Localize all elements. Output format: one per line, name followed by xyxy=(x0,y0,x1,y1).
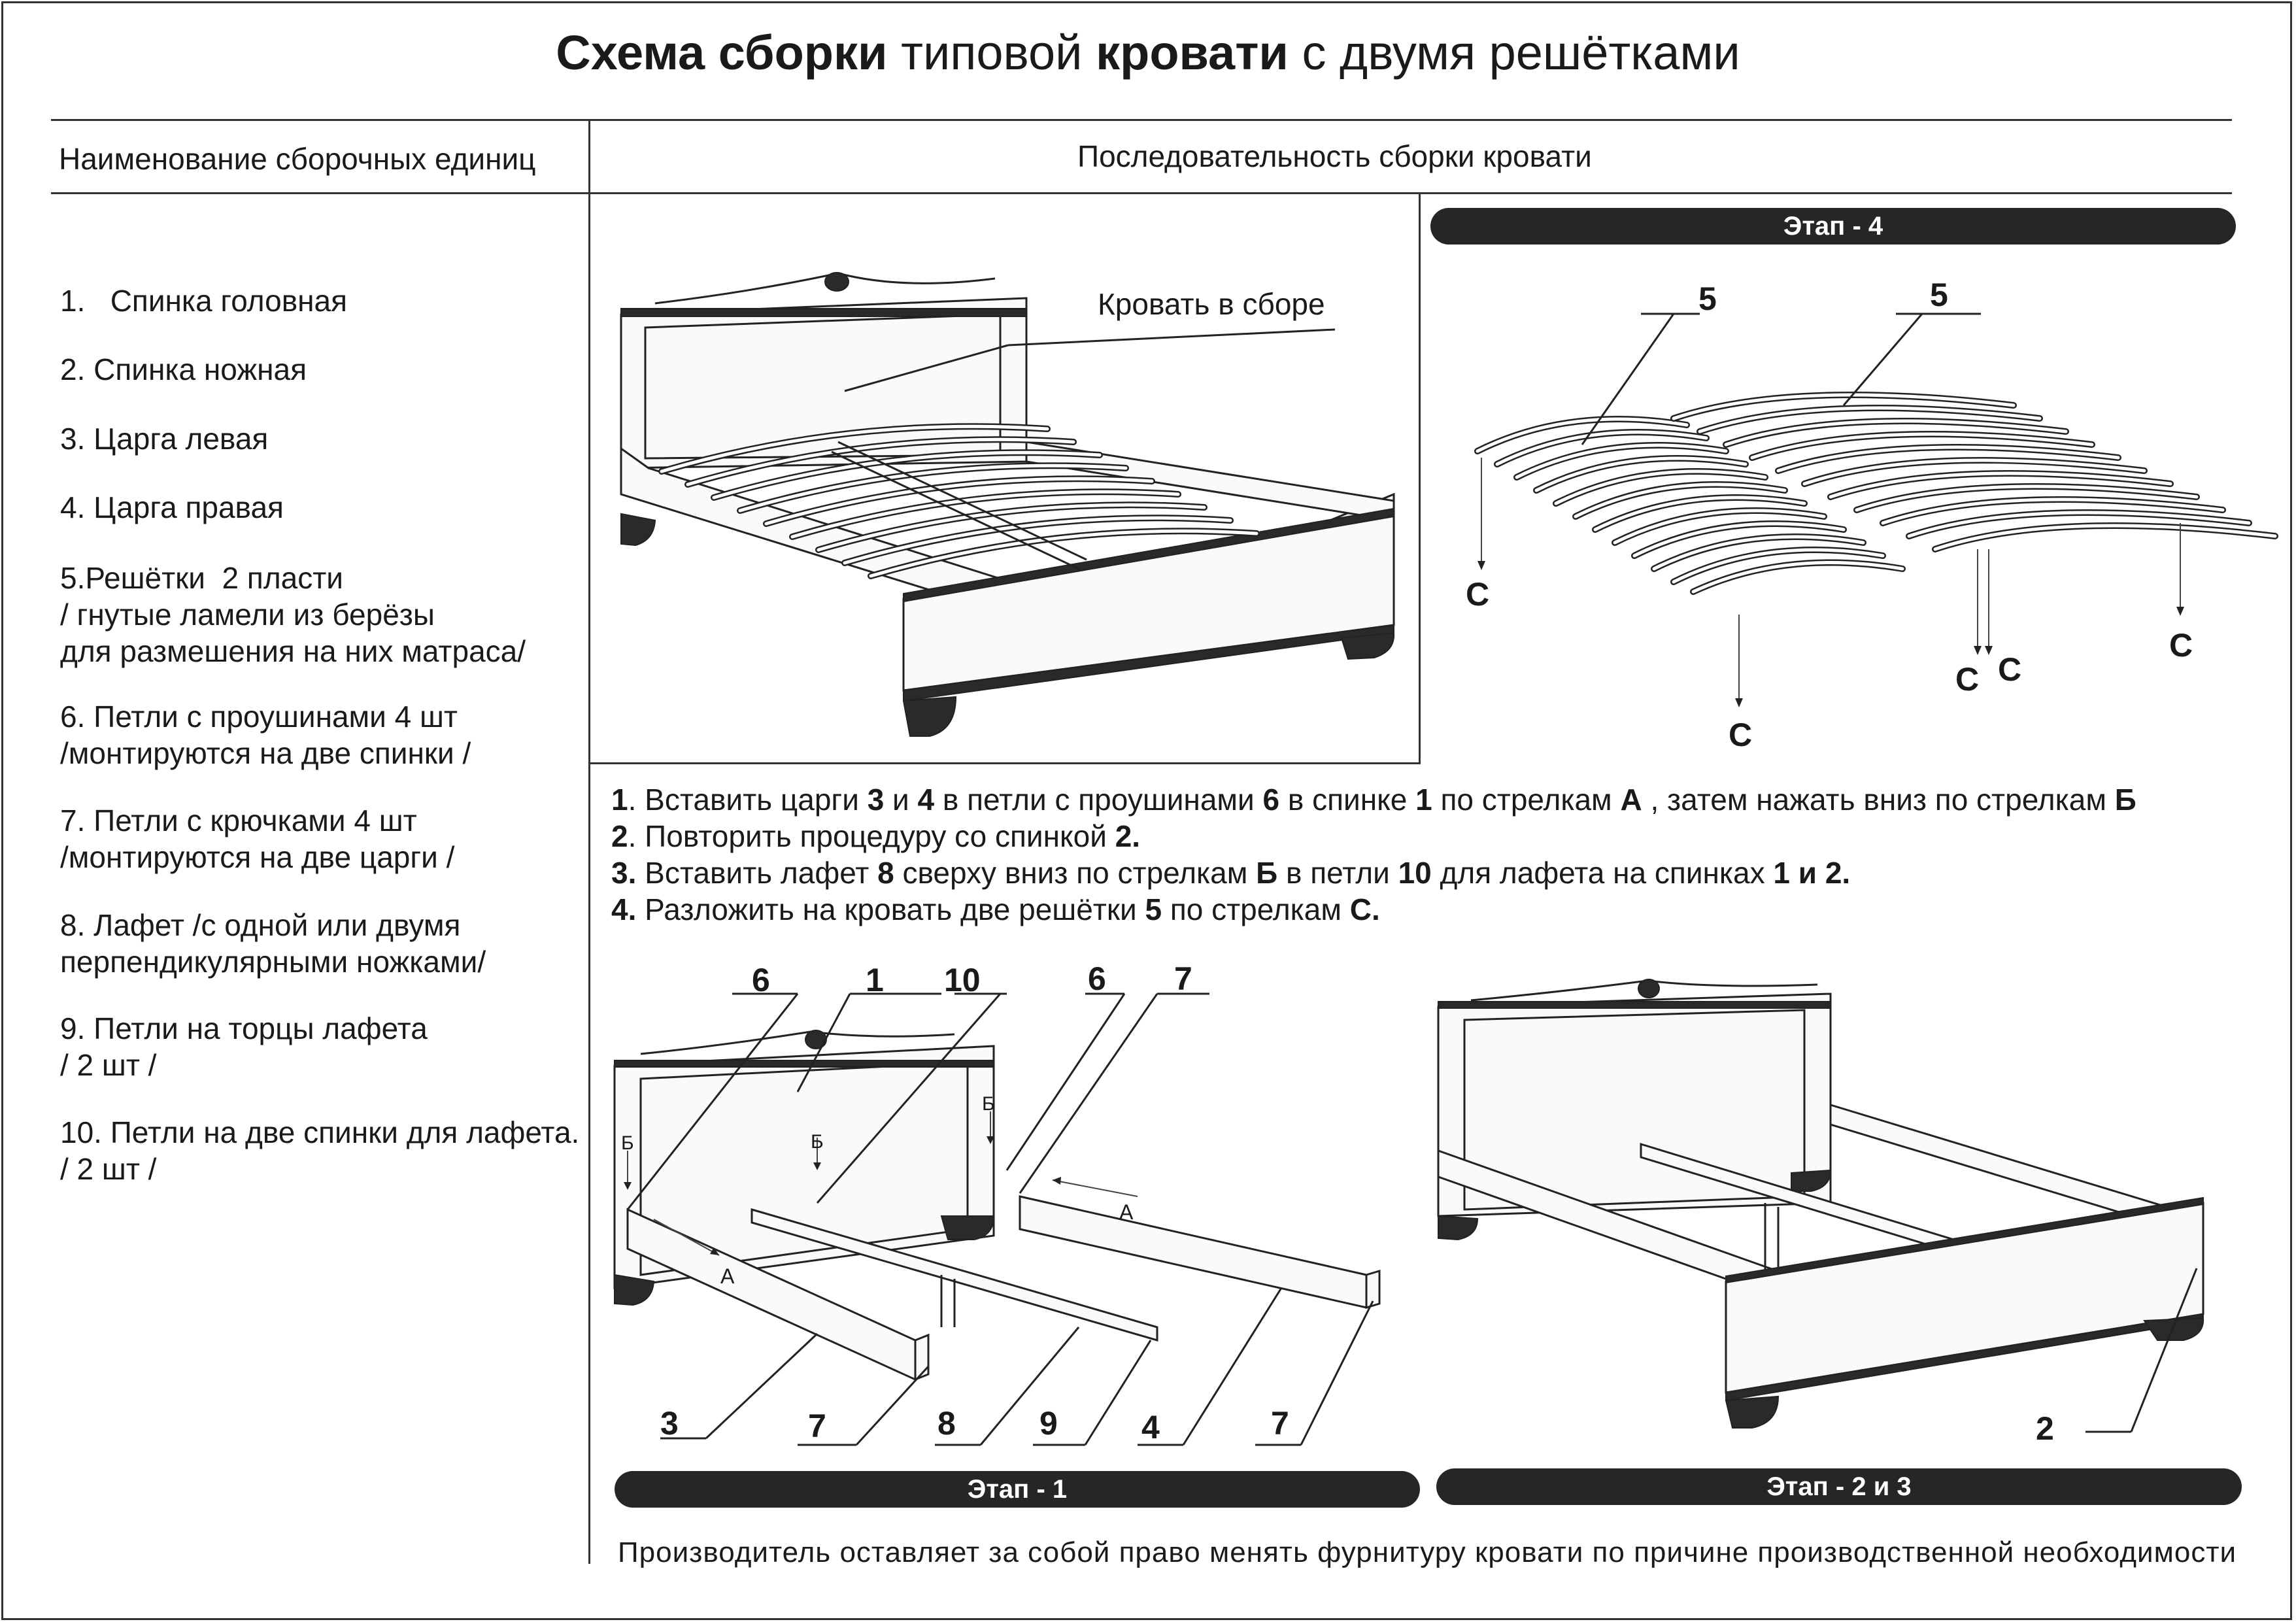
stage1-label-9: 9 xyxy=(1039,1405,1058,1442)
part-item: 9. Петли на торцы лафета / 2 шт / xyxy=(60,1011,428,1082)
stage1-arrow-a: А xyxy=(1119,1200,1134,1224)
instruction-2: 2. Повторить процедуру со спинкой 2. xyxy=(611,819,1141,853)
part-item: 5.Решётки 2 пласти / гнутые ламели из бе… xyxy=(60,561,526,668)
part-item: 4. Царга правая xyxy=(60,490,284,524)
stage4-label-5a: 5 xyxy=(1698,280,1717,317)
footer-note: Производитель оставляет за собой право м… xyxy=(618,1536,2237,1568)
stage1-arrow-b: Б xyxy=(621,1132,634,1154)
part-item: 8. Лафет /с одной или двумя перпендикуля… xyxy=(60,908,486,979)
stage4-label-c: С xyxy=(1955,661,1980,698)
stage-23-banner: Этап - 2 и 3 xyxy=(1436,1468,2242,1505)
instruction-1: 1. Вставить царги 3 и 4 в петли с проуши… xyxy=(611,783,2136,817)
column-header-parts: Наименование сборочных единиц xyxy=(59,142,536,176)
stage1-label-4: 4 xyxy=(1141,1409,1160,1446)
stage-1-banner: Этап - 1 xyxy=(615,1471,1420,1508)
instructions-rule xyxy=(590,762,1419,764)
stage1-label-6: 6 xyxy=(752,962,770,998)
part-item: 3. Царга левая xyxy=(60,422,269,456)
header-rule-bottom xyxy=(51,192,2232,194)
stage1-label-7: 7 xyxy=(1174,960,1192,997)
column-divider xyxy=(588,119,590,1564)
stage-4-illustration xyxy=(1474,313,2278,707)
page-title: Схема сборки типовой кровати с двумя реш… xyxy=(556,25,1740,80)
stage1-label-3: 3 xyxy=(660,1405,679,1442)
stage1-label-7b: 7 xyxy=(808,1408,826,1444)
assembled-bed-label: Кровать в сборе xyxy=(1098,287,1325,321)
stage4-label-c: С xyxy=(1729,717,1753,753)
part-item: 7. Петли с крючками 4 шт /монтируются на… xyxy=(60,804,455,874)
column-header-sequence: Последовательность сборки кровати xyxy=(1077,139,1592,173)
stage-23-illustration xyxy=(1437,979,2204,1433)
part-item: 1. Спинка головная xyxy=(60,284,348,318)
stage-4-slats xyxy=(1474,392,2278,595)
stage1-label-7c: 7 xyxy=(1271,1405,1289,1442)
stage1-label-6b: 6 xyxy=(1088,960,1106,997)
stage1-arrow-b: Б xyxy=(811,1131,824,1153)
instruction-4: 4. Разложить на кровать две решётки 5 по… xyxy=(611,892,1380,926)
stage4-label-c: С xyxy=(1466,576,1490,613)
stage4-label-c: С xyxy=(1998,651,2022,688)
assembled-bed-panel: Кровать в сборе xyxy=(590,194,1421,764)
stage4-label-5b: 5 xyxy=(1930,277,1948,313)
header-rule-top xyxy=(51,119,2232,121)
stage1-arrow-b: Б xyxy=(982,1093,995,1115)
part-item: 10. Петли на две спинки для лафета. / 2 … xyxy=(60,1115,580,1186)
stage23-label-2: 2 xyxy=(2036,1410,2054,1447)
stage1-label-1: 1 xyxy=(866,962,884,998)
stage1-label-10: 10 xyxy=(944,962,981,998)
assembled-slats xyxy=(658,423,1260,579)
instruction-3: 3. Вставить лафет 8 сверху вниз по стрел… xyxy=(611,856,1851,890)
part-item: 6. Петли с проушинами 4 шт /монтируются … xyxy=(60,700,471,770)
assembled-bed-illustration xyxy=(620,272,1395,737)
part-item: 2. Спинка ножная xyxy=(60,352,307,386)
stage-4-banner: Этап - 4 xyxy=(1430,208,2236,245)
stage-1-illustration xyxy=(613,992,1381,1446)
stage1-arrow-a: А xyxy=(720,1264,735,1288)
stage1-label-8: 8 xyxy=(937,1405,956,1442)
stage4-label-c: С xyxy=(2169,627,2193,664)
